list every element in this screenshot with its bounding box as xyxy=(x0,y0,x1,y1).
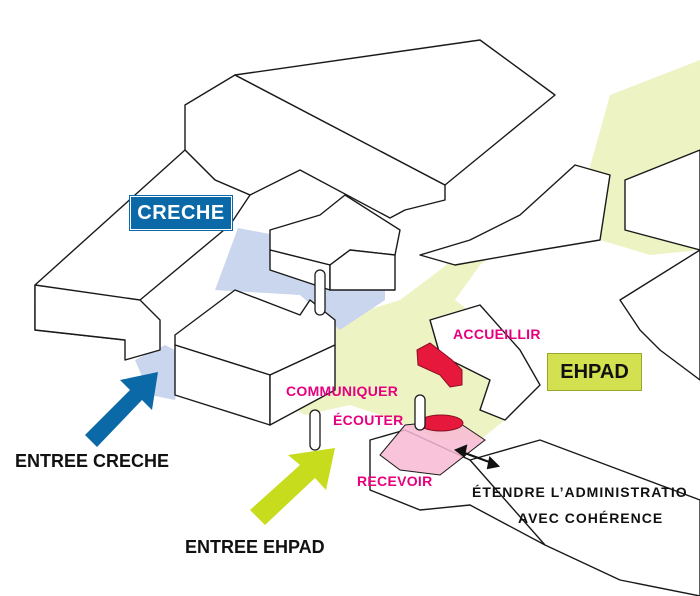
entree-ehpad-label: ENTREE EHPAD xyxy=(185,537,325,557)
entree-ehpad-arrow xyxy=(250,448,335,525)
column-2 xyxy=(309,409,321,451)
accueillir-label: ACCUEILLIR xyxy=(453,326,541,342)
ehpad-label: EHPAD xyxy=(547,353,642,391)
accueil-desk xyxy=(416,342,463,388)
communiquer-label: COMMUNIQUER xyxy=(286,383,399,399)
extension-note-line1: ÉTENDRE L’ADMINISTRATIO xyxy=(472,484,688,500)
building-north-wing-roof xyxy=(234,39,556,186)
building-south-east-2 xyxy=(469,439,700,596)
entree-creche-label: ENTREE CRECHE xyxy=(15,451,170,471)
building-ehpad-north xyxy=(419,164,611,266)
entree-creche-arrow xyxy=(85,372,158,447)
extension-arrow xyxy=(453,444,501,470)
building-ehpad-east xyxy=(619,249,700,381)
column-1 xyxy=(314,269,326,316)
recevoir-label: RECEVOIR xyxy=(357,473,433,489)
building-ehpad-ne xyxy=(624,149,700,251)
extension-note-line2: AVEC COHÉRENCE xyxy=(518,510,664,526)
ecouter-label: ÉCOUTER xyxy=(333,412,404,428)
column-3 xyxy=(414,394,426,431)
creche-label: CRECHE xyxy=(129,195,233,231)
building-creche-front xyxy=(34,284,161,361)
building-central-side xyxy=(269,344,336,426)
building-upper-middle-side xyxy=(329,249,396,291)
